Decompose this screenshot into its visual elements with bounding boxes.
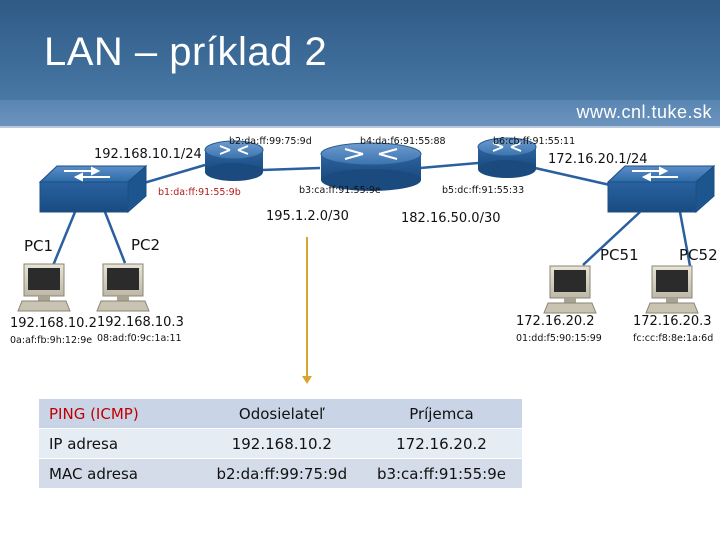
receiver-ip: 172.16.20.2 [360, 428, 522, 459]
pc51-label: PC51 [600, 246, 639, 264]
mac-address-b5: b5:dc:ff:91:55:33 [442, 185, 525, 196]
ping-table: PING (ICMP) Odosielateľ Príjemca IP adre… [39, 399, 522, 489]
sender-ip: 192.168.10.2 [202, 428, 361, 459]
mac-address-b2: b2:da:ff:99:75:9d [229, 136, 312, 147]
ping-header-receiver: Príjemca [360, 399, 522, 429]
switch-icon [606, 164, 716, 214]
row-label-ip: IP adresa [39, 428, 203, 459]
pc52-ip-address: 172.16.20.3 [633, 314, 712, 329]
router-icon [204, 140, 264, 181]
router-icon [320, 142, 422, 191]
network-address-right-gateway: 172.16.20.1/24 [548, 152, 648, 167]
receiver-mac: b3:ca:ff:91:55:9e [360, 458, 522, 489]
pc1-ip-address: 192.168.10.2 [10, 316, 97, 331]
ping-header-sender: Odosielateľ [202, 399, 361, 429]
network-address-left-gateway: 192.168.10.1/24 [94, 147, 202, 162]
pc51-ip-address: 172.16.20.2 [516, 314, 595, 329]
pc52-mac-address: fc:cc:f8:8e:1a:6d [633, 333, 714, 344]
row-label-mac: MAC adresa [39, 458, 203, 489]
link-router-middle-router-right [419, 161, 479, 170]
pc1-mac-address: 0a:af:fb:9h:12:9e [10, 335, 93, 346]
pc-icon [17, 263, 71, 312]
table-row: IP adresa 192.168.10.2 172.16.20.2 [39, 428, 522, 459]
link-switch-right-pc51 [582, 211, 641, 266]
mac-address-b3: b3:ca:ff:91:55:9e [299, 185, 381, 196]
slide-title: LAN – príklad 2 [44, 30, 328, 74]
pc2-label: PC2 [131, 236, 161, 254]
pc-icon [543, 265, 597, 314]
header-subbar [0, 100, 720, 128]
network-address-link2: 182.16.50.0/30 [401, 211, 501, 226]
link-switch-right-pc52 [678, 211, 692, 267]
mac-address-b6: b6:cb:ff:91:55:11 [493, 136, 576, 147]
sender-mac: b2:da:ff:99:75:9d [202, 458, 361, 489]
ping-table-header-row: PING (ICMP) Odosielateľ Príjemca [39, 399, 522, 429]
mac-address-b4: b4:da:f6:91:55:88 [360, 136, 446, 147]
website-url: www.cnl.tuke.sk [576, 102, 712, 122]
pc2-mac-address: 08:ad:f0:9c:1a:11 [97, 333, 182, 344]
pc52-label: PC52 [679, 246, 718, 264]
link-router-right-switch-right [534, 166, 611, 187]
pc-icon [645, 265, 699, 314]
pc1-label: PC1 [24, 237, 54, 255]
network-address-link1: 195.1.2.0/30 [266, 209, 349, 224]
ping-header-protocol: PING (ICMP) [39, 399, 203, 429]
pc2-ip-address: 192.168.10.3 [97, 315, 184, 330]
pc-icon [96, 263, 150, 312]
router-icon [477, 137, 537, 178]
link-router-left-router-middle [261, 166, 321, 172]
pc51-mac-address: 01:dd:f5:90:15:99 [516, 333, 602, 344]
slide-header [0, 0, 720, 100]
link-switch-left-pc2 [103, 211, 127, 264]
switch-icon [38, 164, 148, 214]
table-row: MAC adresa b2:da:ff:99:75:9d b3:ca:ff:91… [39, 458, 522, 489]
mac-address-b1: b1:da:ff:91:55:9b [158, 187, 241, 198]
down-arrow-icon [302, 237, 312, 384]
